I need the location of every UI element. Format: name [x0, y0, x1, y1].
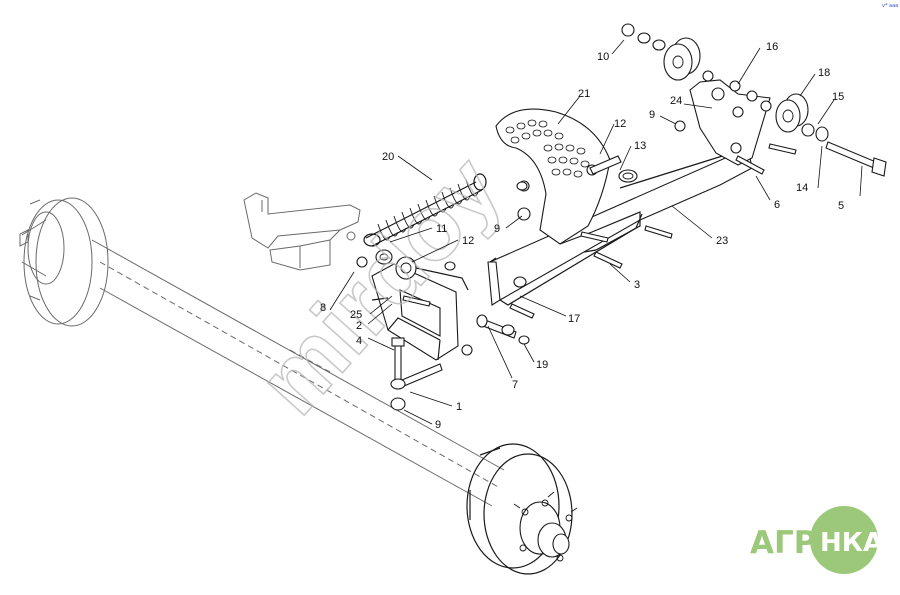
- callout-24: 24: [670, 95, 682, 107]
- logo-badge: [810, 506, 878, 574]
- callout-9-bottom: 9: [435, 419, 441, 431]
- axle-assembly: [19, 197, 578, 575]
- plate-holes: [505, 119, 590, 178]
- callout-7: 7: [512, 379, 518, 391]
- callout-14: 12: [614, 118, 626, 130]
- svg-text:mirdoy: mirdoy: [239, 137, 520, 433]
- callout-3: 3: [634, 279, 640, 291]
- callout-21: 20: [382, 151, 394, 163]
- callout-25: 25: [350, 309, 362, 321]
- axle-tube: [91, 239, 505, 507]
- tension-spring: [363, 173, 487, 247]
- callout-22: 21: [578, 88, 590, 100]
- callout-leaders: [329, 39, 863, 425]
- right-wheel-hub: [466, 443, 578, 575]
- callout-4: 4: [356, 335, 362, 347]
- callout-5: 5: [838, 200, 844, 212]
- callout-19: 18: [818, 67, 830, 79]
- callout-23: 23: [716, 235, 728, 247]
- callout-16: 17: [568, 313, 580, 325]
- callout-1: 1: [456, 401, 462, 413]
- callout-13: 14: [796, 182, 808, 194]
- left-wheel-hub: [19, 197, 109, 327]
- corner-mark: v* aaa: [882, 3, 899, 9]
- callout-17: 15: [832, 91, 844, 103]
- callout-12: 12: [462, 235, 474, 247]
- callout-6: 6: [774, 199, 780, 211]
- callout-9-top: 9: [649, 109, 655, 121]
- watermark: mirdoy: [238, 136, 521, 434]
- svg-text:НКА: НКА: [820, 528, 883, 558]
- callout-15: 13: [634, 140, 646, 152]
- perforated-sector-plate: [495, 108, 641, 253]
- callout-9-mid: 9: [494, 223, 500, 235]
- callout-11: 11: [436, 223, 447, 235]
- callout-10: 10: [597, 51, 609, 63]
- callout-labels: 10 16 18 21 24 9 15 12 13 20 14 5 6 23 1…: [320, 41, 844, 431]
- callout-20: 19: [536, 359, 548, 371]
- agronka-logo: АГРО НКА: [750, 506, 883, 574]
- callout-18: 16: [766, 41, 778, 53]
- callout-2: 2: [356, 320, 362, 332]
- pivot-bracket: [371, 249, 469, 361]
- spring-mount-bracket: [243, 192, 361, 271]
- fasteners: [356, 23, 887, 411]
- callout-8: 8: [320, 302, 326, 314]
